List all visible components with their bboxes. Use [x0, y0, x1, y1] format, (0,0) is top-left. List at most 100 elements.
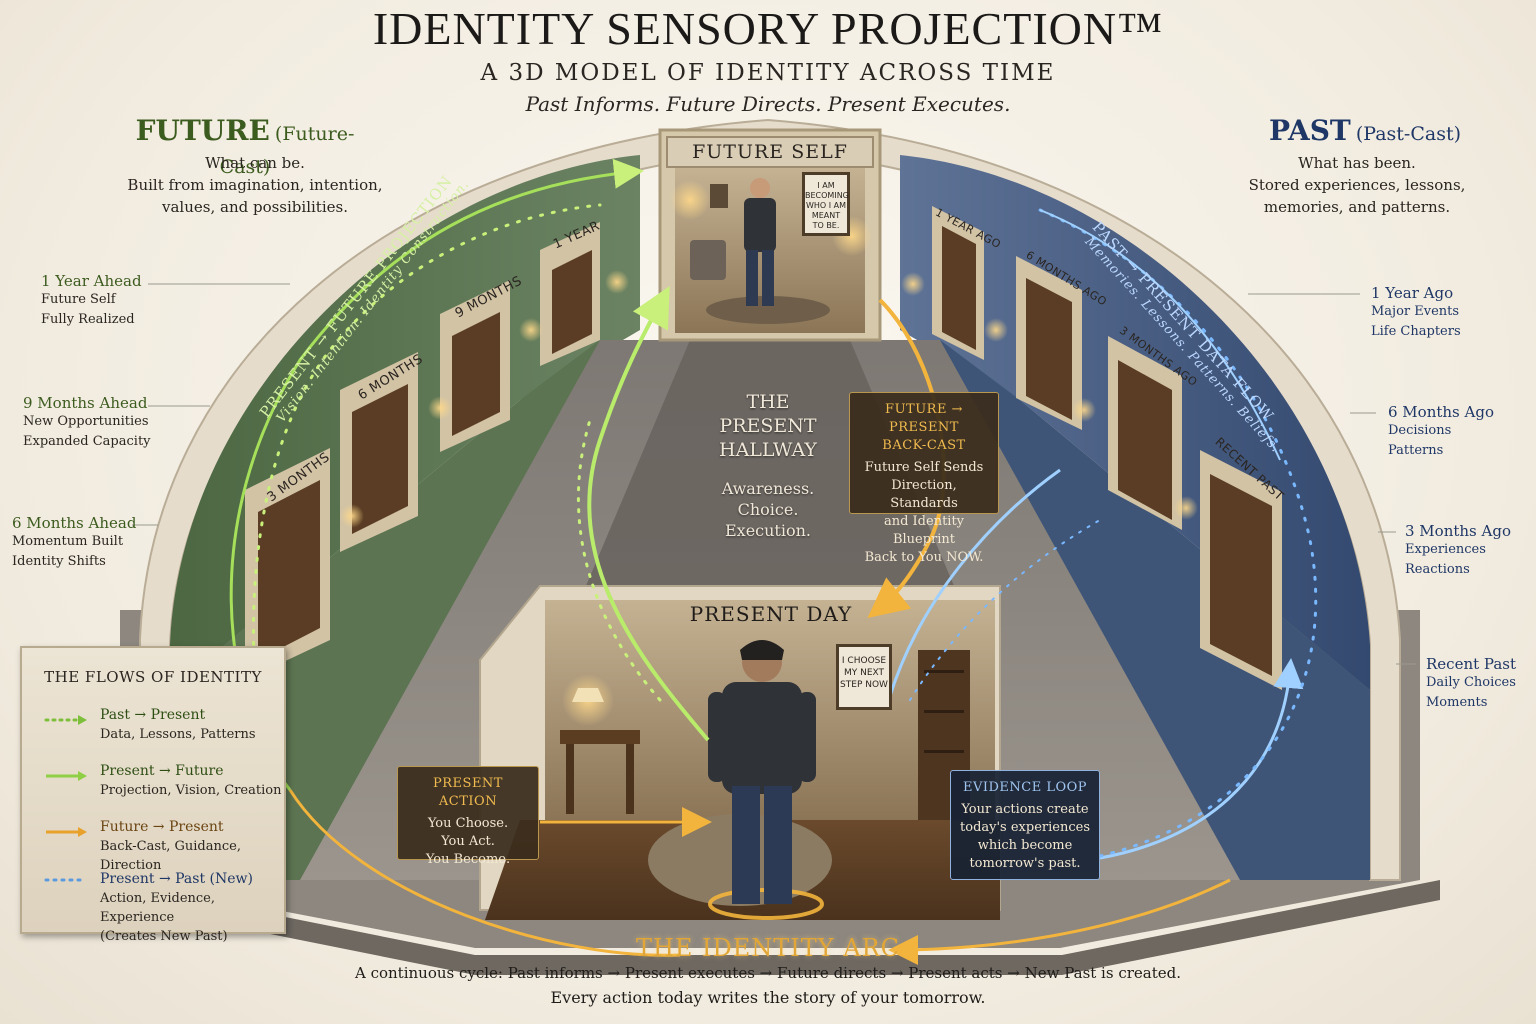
flows-legend: THE FLOWS OF IDENTITY Past → Present Dat…	[20, 646, 286, 944]
callout-heading: EVIDENCE LOOP	[962, 780, 1088, 795]
callout-line: You Choose.	[427, 816, 509, 831]
hallway-sub-line: Awareness.	[721, 479, 815, 498]
past-timeline-item: 6 Months Ago Decisions Patterns	[1388, 403, 1494, 461]
timeline-title: 6 Months Ago	[1388, 403, 1494, 421]
present-room-poster: I CHOOSE MY NEXT STEP NOW	[836, 644, 892, 710]
timeline-line: Expanded Capacity	[23, 434, 151, 449]
future-timeline-item: 9 Months Ahead New Opportunities Expande…	[23, 394, 151, 452]
hallway-sub-line: Choice.	[737, 500, 799, 519]
timeline-title: 1 Year Ahead	[41, 272, 142, 290]
future-self-sign: FUTURE SELF	[666, 136, 874, 168]
callout-line: You Act.	[441, 834, 495, 849]
future-description: What can be. Built from imagination, int…	[110, 152, 400, 218]
legend-item-title: Future → Present	[100, 819, 224, 835]
timeline-title: 9 Months Ahead	[23, 394, 148, 412]
past-desc-line: What has been.	[1298, 154, 1416, 172]
legend-item: Future → Present Back-Cast, Guidance, Di…	[100, 818, 284, 875]
callout-heading: PRESENT ACTION	[433, 776, 503, 809]
legend-item: Present → Past (New) Action, Evidence, E…	[100, 870, 284, 946]
timeline-line: New Opportunities	[23, 414, 149, 429]
timeline-title: 1 Year Ago	[1371, 284, 1454, 302]
legend-item-title: Present → Future	[100, 763, 224, 779]
legend-item: Present → Future Projection, Vision, Cre…	[100, 762, 281, 800]
timeline-line: Moments	[1426, 695, 1488, 710]
future-heading-title: FUTURE	[135, 114, 270, 147]
future-heading-sub: (Future-Cast)	[219, 123, 355, 178]
future-desc-line: What can be.	[205, 154, 305, 172]
legend-item-title: Present → Past (New)	[100, 871, 253, 887]
callout-line: which become	[977, 838, 1073, 853]
callout-line: tomorrow's past.	[969, 856, 1081, 871]
callout-heading: FUTURE → PRESENT	[885, 402, 963, 435]
identity-arc-tagline: Every action today writes the story of y…	[550, 988, 986, 1007]
timeline-line: Future Self	[41, 292, 116, 307]
past-description: What has been. Stored experiences, lesso…	[1212, 152, 1502, 218]
past-timeline-item: 3 Months Ago Experiences Reactions	[1405, 522, 1511, 580]
timeline-line: Fully Realized	[41, 312, 135, 327]
past-heading-title: PAST	[1268, 114, 1351, 147]
past-timeline-item: 1 Year Ago Major Events Life Chapters	[1371, 284, 1461, 342]
legend-swatch-solid-green	[46, 771, 87, 781]
timeline-line: Identity Shifts	[12, 554, 106, 569]
identity-arc-title: THE IDENTITY ARC	[635, 934, 901, 962]
timeline-line: Patterns	[1388, 443, 1444, 458]
hallway-title-line: PRESENT	[719, 415, 817, 437]
timeline-line: Momentum Built	[12, 534, 124, 549]
identity-arc-description: A continuous cycle: Past informs → Prese…	[354, 964, 1181, 982]
legend-swatch-dotted-green	[44, 715, 87, 725]
hallway-subtitle: Awareness. Choice. Execution.	[688, 478, 848, 541]
past-desc-line: Stored experiences, lessons,	[1248, 176, 1466, 194]
callout-line: Your actions create	[961, 802, 1089, 817]
legend-heading: THE FLOWS OF IDENTITY	[44, 668, 262, 686]
future-room-poster: I AM BECOMING WHO I AM MEANT TO BE.	[802, 172, 850, 236]
evidence-loop-callout: EVIDENCE LOOP Your actions create today'…	[950, 770, 1100, 880]
hallway-sub-line: Execution.	[724, 521, 811, 540]
timeline-title: 3 Months Ago	[1405, 522, 1511, 540]
timeline-line: Experiences	[1405, 542, 1486, 557]
past-timeline-item: Recent Past Daily Choices Moments	[1426, 655, 1516, 713]
legend-item-sub: (Creates New Past)	[100, 929, 228, 944]
callout-heading: BACK-CAST	[882, 438, 966, 453]
timeline-title: Recent Past	[1426, 655, 1516, 673]
future-heading: FUTURE (Future-Cast)	[120, 114, 370, 180]
wall-sconces	[340, 270, 1198, 528]
legend-item-sub: Back-Cast, Guidance, Direction	[100, 839, 241, 873]
past-doors	[932, 206, 1282, 690]
legend-item-title: Past → Present	[100, 707, 206, 723]
legend-swatch-solid-gold	[46, 827, 87, 837]
hallway-title: THE PRESENT HALLWAY	[688, 390, 848, 462]
callout-line: Direction, Standards	[890, 478, 958, 511]
timeline-title: 6 Months Ahead	[12, 514, 137, 532]
legend-swatch-dotted-blue	[44, 878, 88, 882]
timeline-line: Decisions	[1388, 423, 1452, 438]
page-title: IDENTITY SENSORY PROJECTION™	[372, 3, 1164, 54]
timeline-line: Major Events	[1371, 304, 1460, 319]
future-doors	[245, 222, 600, 680]
present-action-callout: PRESENT ACTION You Choose. You Act. You …	[397, 766, 539, 867]
future-desc-line: Built from imagination, intention,	[127, 176, 383, 194]
present-day-title: PRESENT DAY	[689, 602, 853, 626]
page-tagline: Past Informs. Future Directs. Present Ex…	[525, 92, 1011, 116]
legend-item-sub: Action, Evidence, Experience	[100, 891, 216, 925]
callout-line: You Become.	[425, 852, 511, 867]
timeline-line: Life Chapters	[1371, 324, 1461, 339]
past-desc-line: memories, and patterns.	[1263, 198, 1451, 216]
legend-item-sub: Projection, Vision, Creation	[100, 783, 282, 798]
callout-line: Back to You NOW.	[864, 550, 984, 565]
legend-item-sub: Data, Lessons, Patterns	[100, 727, 256, 742]
timeline-line: Daily Choices	[1426, 675, 1516, 690]
timeline-line: Reactions	[1405, 562, 1470, 577]
hallway-title-line: HALLWAY	[719, 439, 817, 461]
past-heading: PAST (Past-Cast)	[1240, 114, 1490, 147]
callout-line: today's experiences	[960, 820, 1090, 835]
future-timeline-item: 6 Months Ahead Momentum Built Identity S…	[12, 514, 136, 572]
callout-line: and Identity Blueprint	[883, 514, 965, 547]
backcast-callout: FUTURE → PRESENT BACK-CAST Future Self S…	[849, 392, 999, 565]
past-heading-sub: (Past-Cast)	[1355, 123, 1462, 145]
future-desc-line: values, and possibilities.	[162, 198, 348, 216]
future-timeline-item: 1 Year Ahead Future Self Fully Realized	[41, 272, 142, 330]
callout-line: Future Self Sends	[864, 460, 984, 475]
page-subtitle: A 3D MODEL OF IDENTITY ACROSS TIME	[480, 60, 1056, 86]
hallway-title-line: THE	[746, 391, 790, 413]
